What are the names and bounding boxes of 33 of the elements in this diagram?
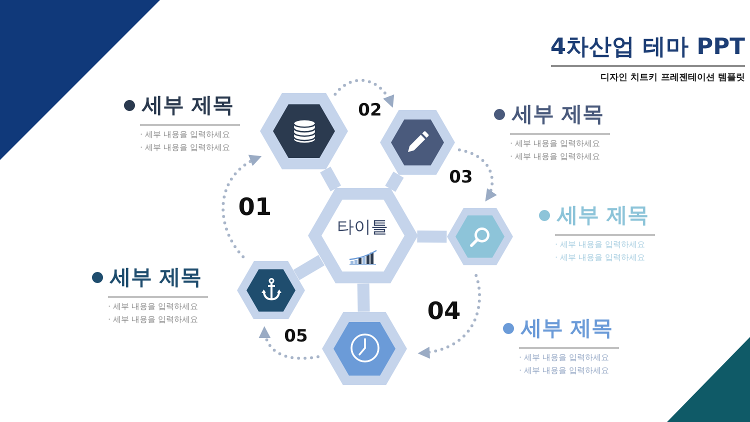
heading: 세부 제목 bbox=[521, 316, 612, 341]
dotted-arrow bbox=[222, 155, 262, 258]
body-text: · 세부 내용을 입력하세요 bbox=[510, 150, 600, 162]
hexagon-node bbox=[322, 312, 407, 386]
connector-bar bbox=[320, 166, 342, 192]
heading: 세부 제목 bbox=[142, 93, 234, 118]
dotted-arrow bbox=[260, 326, 320, 360]
body-text: · 세부 내용을 입력하세요 bbox=[555, 239, 646, 250]
body-text: · 세부 내용을 입력하세요 bbox=[510, 138, 600, 149]
connector-bar bbox=[357, 284, 370, 312]
dotted-arrow bbox=[417, 274, 481, 358]
heading: 세부 제목 bbox=[512, 102, 604, 127]
dotted-arrow bbox=[458, 148, 497, 202]
hexagon-node bbox=[308, 188, 418, 284]
connector-bar bbox=[385, 172, 404, 192]
connector-bar bbox=[293, 255, 325, 280]
heading: 세부 제목 bbox=[557, 203, 648, 228]
hexagon-node bbox=[260, 93, 348, 170]
node-label: 타이틀 bbox=[337, 219, 388, 238]
body-text: · 세부 내용을 입력하세요 bbox=[519, 364, 610, 376]
dotted-arrow bbox=[334, 78, 394, 108]
body-text: · 세부 내용을 입력하세요 bbox=[108, 301, 198, 312]
connector-bar bbox=[417, 230, 447, 243]
subtitle: 디자인 치트키 프레젠테이션 템플릿 bbox=[600, 72, 745, 85]
heading: 세부 제목 bbox=[110, 265, 202, 290]
body-text: · 세부 내용을 입력하세요 bbox=[108, 314, 198, 324]
body-text: · 세부 내용을 입력하세요 bbox=[140, 129, 230, 140]
body-text: · 세부 내용을 입력하세요 bbox=[555, 252, 646, 262]
body-text: · 세부 내용을 입력하세요 bbox=[140, 142, 230, 152]
body-text: · 세부 내용을 입력하세요 bbox=[519, 352, 610, 363]
hexagon-node bbox=[446, 208, 512, 266]
title: 4차산업 테마 PPT bbox=[550, 34, 745, 61]
hexagon-node bbox=[237, 260, 305, 320]
